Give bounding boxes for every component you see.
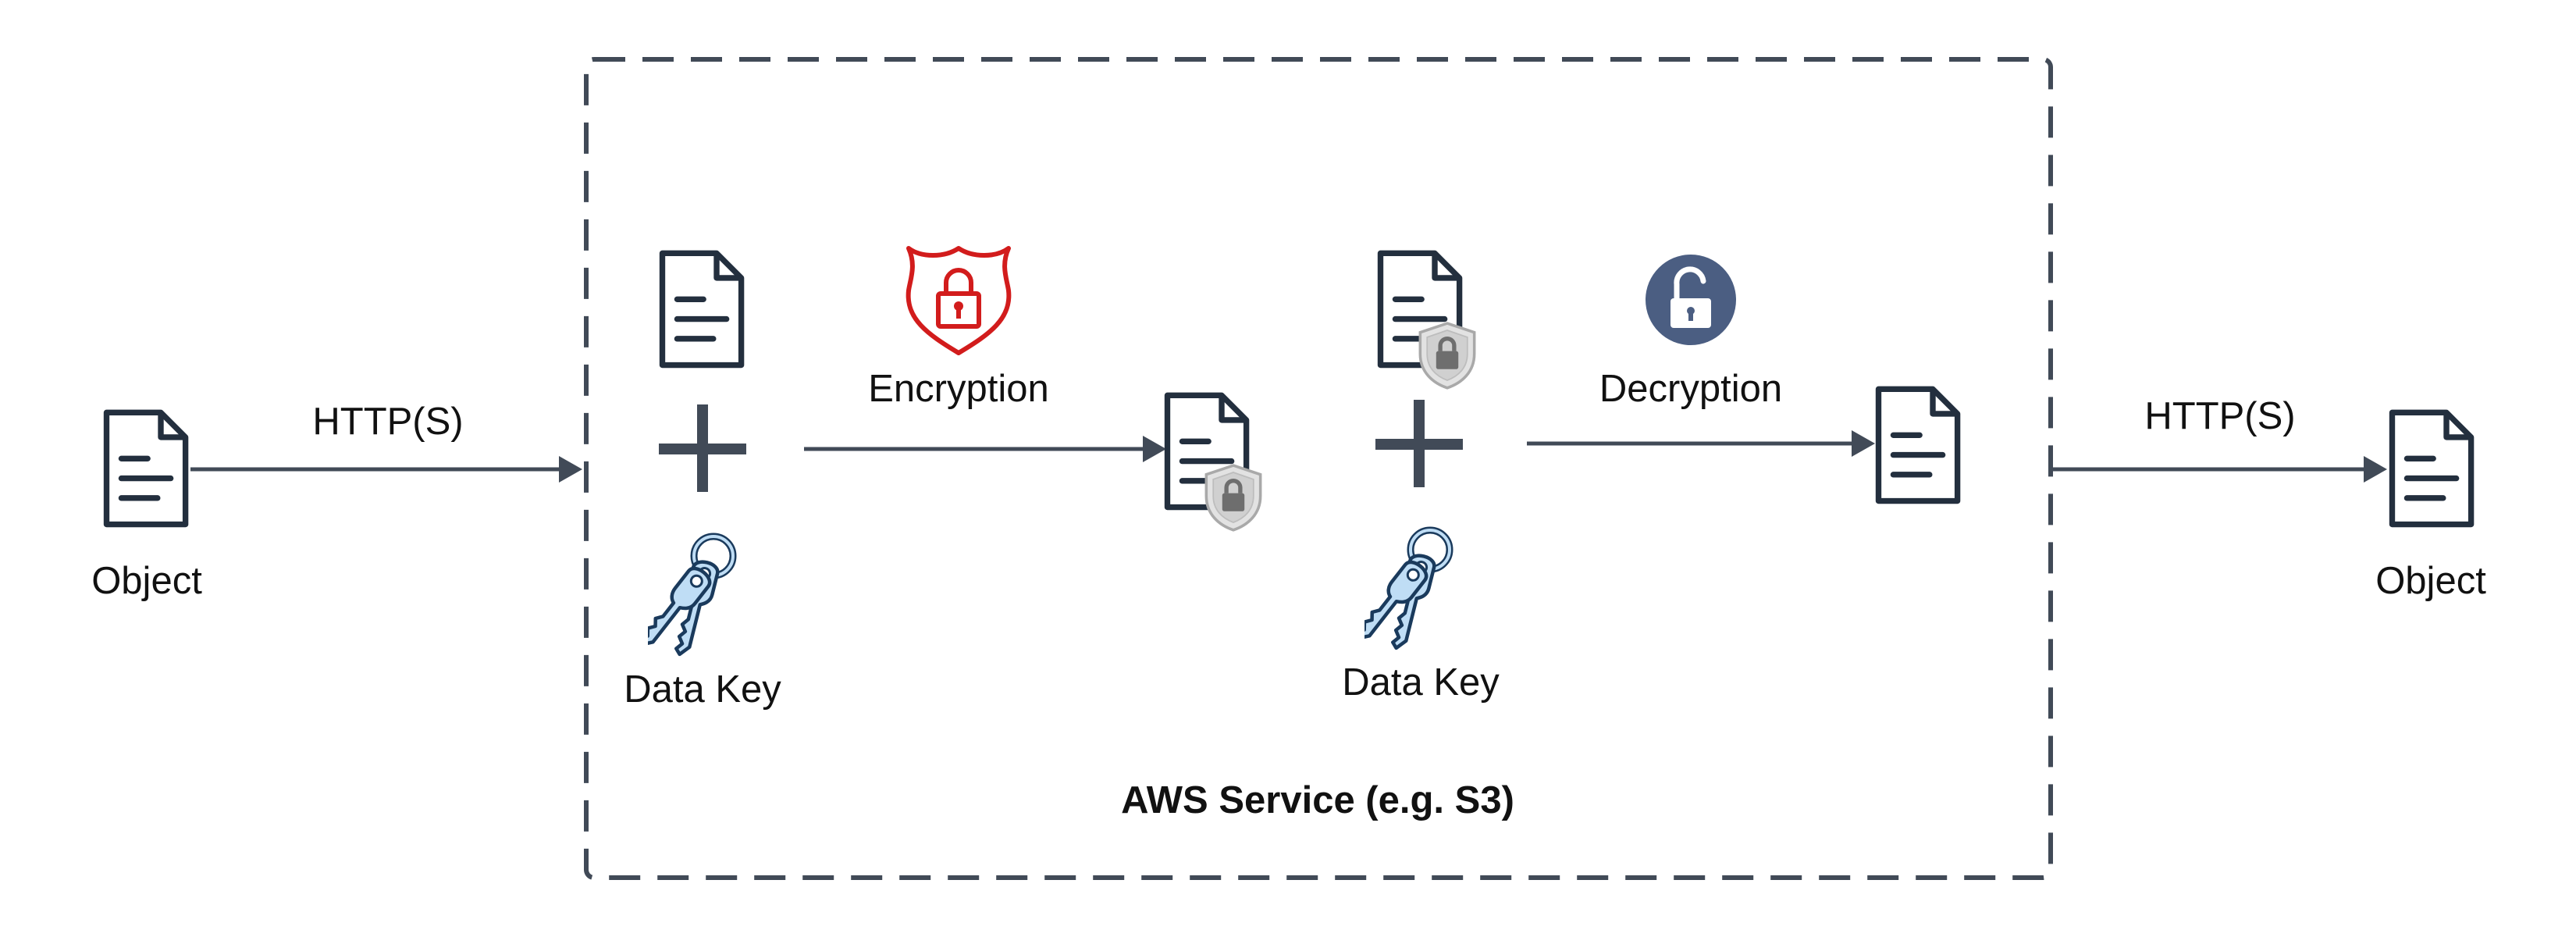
- data-key-label-1: Data Key: [624, 668, 781, 711]
- document-icon: [106, 412, 185, 524]
- object-label-left: Object: [91, 560, 202, 602]
- document-icon: [662, 253, 741, 365]
- arrow-decryption: [1527, 430, 1875, 457]
- plus-icon: [1375, 400, 1463, 487]
- plus-icon: [659, 404, 746, 492]
- document-icon: [1878, 389, 1957, 501]
- encryption-label: Encryption: [868, 368, 1049, 410]
- unlock-circle-icon: [1646, 255, 1736, 345]
- data-key-label-2: Data Key: [1342, 661, 1500, 704]
- document-icon: [2392, 412, 2471, 524]
- encryption-shield-lock-icon: [906, 246, 1012, 355]
- arrow-http-out: [2051, 456, 2387, 483]
- encrypted-document-icon: [1167, 395, 1260, 529]
- arrow-http-in: [190, 456, 582, 483]
- keys-icon: [635, 536, 733, 658]
- aws-service-label: AWS Service (e.g. S3): [1121, 779, 1514, 821]
- http-label-right: HTTP(S): [2144, 395, 2295, 437]
- object-label-right: Object: [2375, 560, 2486, 602]
- arrow-encryption: [804, 436, 1166, 462]
- keys-icon: [1351, 530, 1450, 652]
- http-label-left: HTTP(S): [312, 401, 463, 443]
- encrypted-document-icon: [1380, 253, 1474, 387]
- aws-service-boundary: [584, 57, 2053, 880]
- decryption-label: Decryption: [1599, 368, 1782, 410]
